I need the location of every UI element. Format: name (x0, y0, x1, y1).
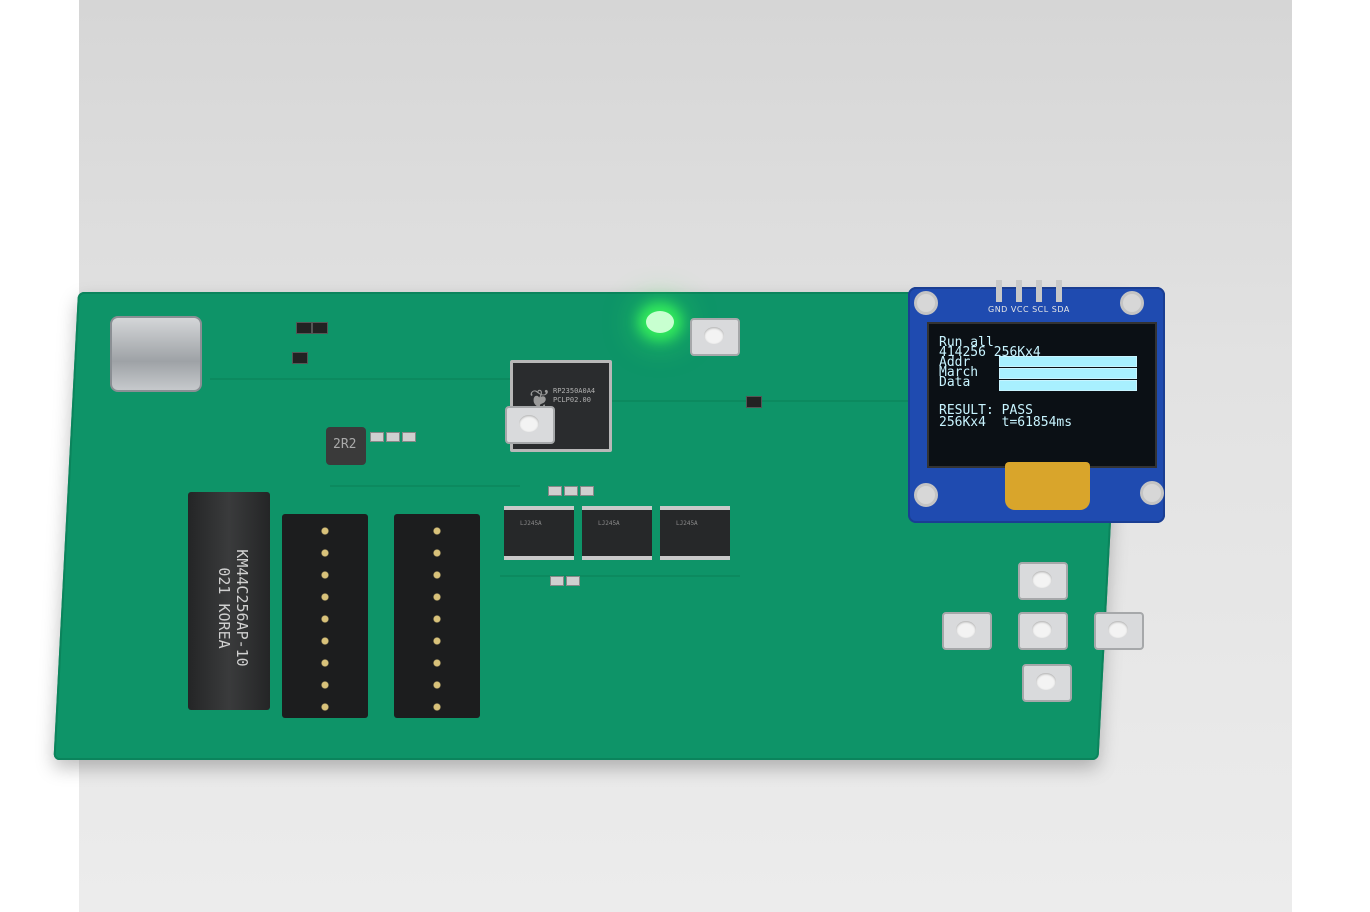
oled-line: 256Kx4 t=61854ms (939, 415, 1073, 430)
inductor: 2R2 (326, 427, 366, 465)
smd-component (312, 322, 328, 334)
oled-line: Data (939, 375, 971, 390)
oled-header-label: GND VCC SCL SDA (988, 305, 1070, 314)
smd-component (564, 486, 578, 496)
oled-line: Run all (939, 335, 994, 350)
smd-component (550, 576, 564, 586)
socket-pins (400, 520, 474, 712)
tactile-button-down (1022, 664, 1072, 702)
tactile-button-left (942, 612, 992, 650)
smd-component (296, 322, 312, 334)
buffer-label: LJ245A (598, 520, 620, 527)
smd-component (402, 432, 416, 442)
buffer-chip: LJ245A (582, 506, 652, 560)
dram-label-line: KM44C256AP-10 (233, 549, 251, 667)
mount-hole (914, 483, 938, 507)
mount-hole (914, 291, 938, 315)
mount-hole (1140, 481, 1164, 505)
inductor-label: 2R2 (333, 437, 357, 452)
mcu-label-line: RP2350A0A4 (553, 387, 596, 395)
oled-screen: Run all 414256 256Kx4 Addr March Data RE… (927, 322, 1157, 468)
tactile-button-right (1094, 612, 1144, 650)
smd-component (580, 486, 594, 496)
tactile-button (505, 406, 555, 444)
tactile-button-center (1018, 612, 1068, 650)
buffer-label: LJ245A (676, 520, 698, 527)
socket-pins (288, 520, 362, 712)
oled-line: Addr (939, 355, 971, 370)
ic-socket (394, 514, 480, 718)
oled-line: 414256 256Kx4 (939, 345, 1041, 360)
smd-component (746, 396, 762, 408)
pcb-trace (330, 485, 520, 487)
header-pins (992, 280, 1072, 302)
mcu-label: RP2350A0A4 PCLP02.00 (553, 387, 595, 405)
smd-component (292, 352, 308, 364)
smd-component (370, 432, 384, 442)
buffer-label: LJ245A (520, 520, 542, 527)
dram-label-line: 021 KOREA (215, 567, 233, 649)
pcb-trace (500, 575, 740, 577)
pcb-trace (210, 378, 510, 380)
buffer-chip: LJ245A (504, 506, 574, 560)
status-led (646, 311, 674, 333)
tactile-button (690, 318, 740, 356)
tactile-button-up (1018, 562, 1068, 600)
buffer-chip: LJ245A (660, 506, 730, 560)
mcu-label-line: PCLP02.00 (553, 396, 591, 404)
oled-flex-cable (1005, 462, 1090, 510)
smd-component (566, 576, 580, 586)
ic-socket (282, 514, 368, 718)
oled-line: March (939, 365, 979, 380)
smd-component (386, 432, 400, 442)
oled-line: RESULT: PASS (939, 403, 1033, 418)
mount-hole (1120, 291, 1144, 315)
usb-c-connector (110, 316, 202, 392)
progress-bar (999, 380, 1137, 391)
progress-bar (999, 356, 1137, 367)
smd-component (548, 486, 562, 496)
progress-bar (999, 368, 1137, 379)
